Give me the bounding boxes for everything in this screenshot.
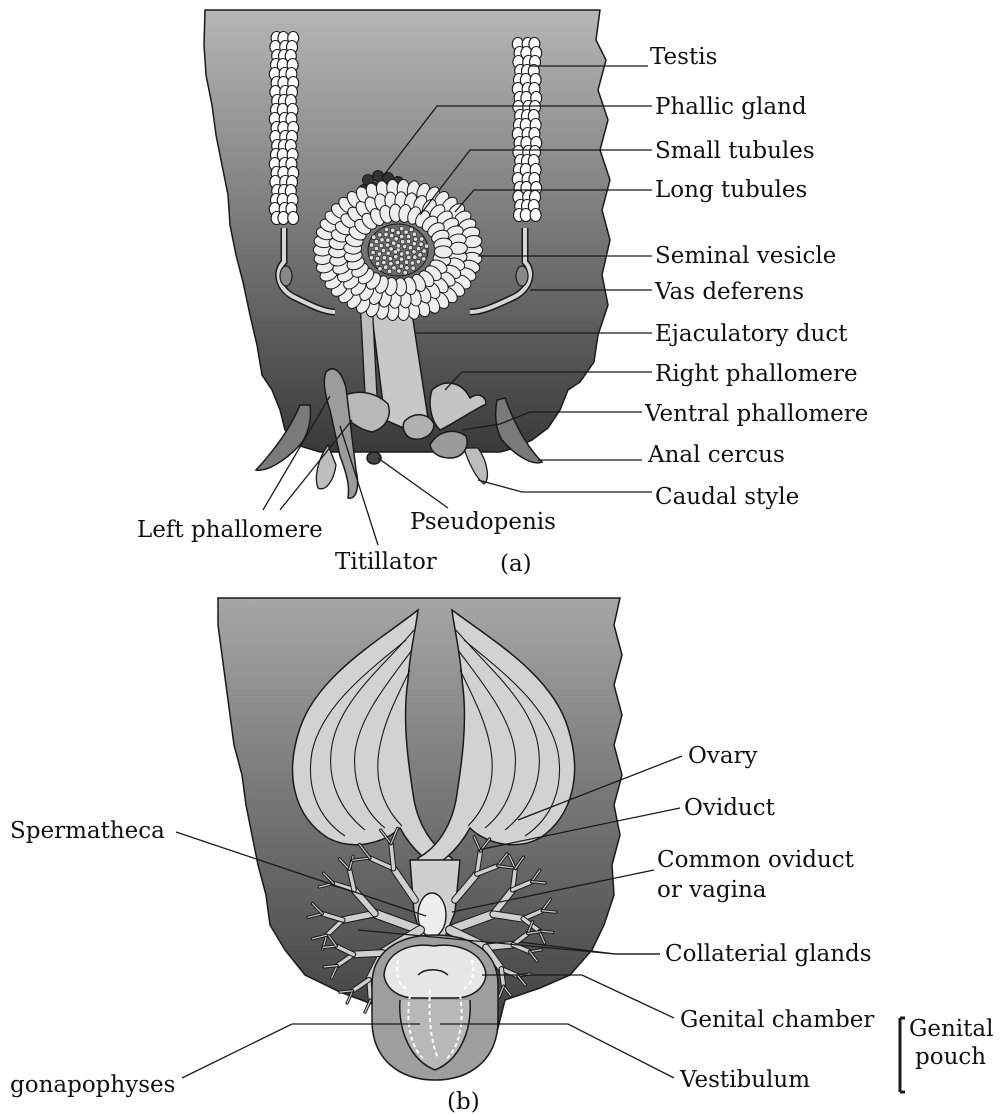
label-oviduct: Oviduct [684,795,775,821]
label-anal-cercus: Anal cercus [648,442,785,468]
label-pseudopenis: Pseudopenis [410,509,556,535]
genital-chamber [384,945,486,998]
testis-left [269,32,298,225]
label-vestibulum: Vestibulum [680,1067,810,1093]
label-ejaculatory-duct: Ejaculatory duct [655,321,847,347]
label-titillator: Titillator [335,549,437,575]
label-ventral-phallomere: Ventral phallomere [645,401,868,427]
label-ovary: Ovary [688,743,758,769]
caption-b: (b) [447,1089,480,1115]
label-genital-pouch-2: pouch [915,1044,986,1070]
label-spermatheca: Spermatheca [10,818,165,844]
label-caudal-style: Caudal style [655,484,799,510]
label-small-tubules: Small tubules [655,138,815,164]
label-common-oviduct-1: Common oviduct [657,847,854,873]
seminal-vesicle [313,179,482,321]
label-gonapophyses: gonapophyses [10,1072,175,1098]
label-right-phallomere: Right phallomere [655,361,858,387]
label-phallic-gland: Phallic gland [655,94,807,120]
label-seminal-vesicle: Seminal vesicle [655,243,836,269]
label-long-tubules: Long tubules [655,177,807,203]
label-genital-pouch-1: Genital [909,1016,993,1042]
caption-a: (a) [500,551,532,577]
label-left-phallomere: Left phallomere [137,517,323,543]
label-collaterial-glands: Collaterial glands [665,941,872,967]
panel-a-male [204,10,652,545]
label-genital-chamber: Genital chamber [680,1007,874,1033]
testis-right [512,38,541,222]
genital-pouch [372,935,498,1080]
label-common-oviduct-2: or vagina [657,877,766,903]
label-vas-deferens: Vas deferens [655,279,804,305]
label-testis: Testis [650,44,717,70]
